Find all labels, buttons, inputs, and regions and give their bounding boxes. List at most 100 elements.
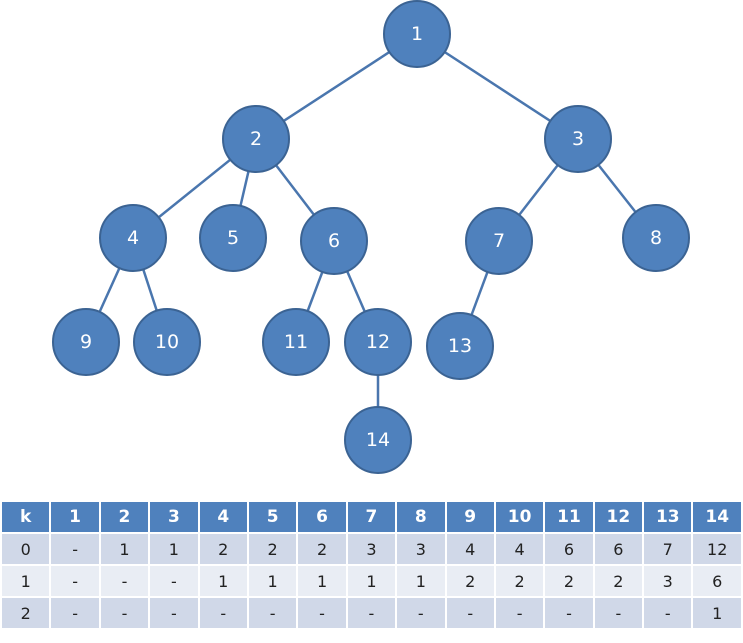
tree-node-12: 12 (344, 308, 412, 376)
table-cell: 1 (693, 598, 741, 628)
table-cell: - (446, 598, 494, 628)
tree-node-6: 6 (300, 207, 368, 275)
tree-node-14: 14 (344, 406, 412, 474)
table-cell: 2 (545, 566, 593, 596)
tree-node-circle (133, 308, 201, 376)
header-node-9: 9 (446, 502, 494, 532)
table-cell: 1 (248, 566, 297, 596)
header-k: k (2, 502, 50, 532)
table-cell: 2 (298, 534, 346, 564)
header-node-14: 14 (693, 502, 741, 532)
tree-node-label: 6 (328, 230, 340, 252)
tree-node-circle (465, 207, 533, 275)
table-cell: - (100, 566, 149, 596)
table-cell: 6 (594, 534, 643, 564)
table-cell: - (594, 598, 643, 628)
table-cell: - (100, 598, 149, 628)
tree-node-3: 3 (544, 105, 612, 173)
tree-node-circle (222, 105, 290, 173)
table-cell: 1 (347, 566, 396, 596)
tree-node-label: 11 (284, 331, 308, 353)
tree-node-8: 8 (622, 204, 690, 272)
table-cell: 3 (347, 534, 396, 564)
header-node-7: 7 (347, 502, 396, 532)
tree-node-1: 1 (383, 0, 451, 68)
header-node-13: 13 (644, 502, 692, 532)
tree-node-4: 4 (99, 204, 167, 272)
tree-edges (84, 32, 657, 440)
row-k-cell: 0 (2, 534, 50, 564)
header-node-8: 8 (397, 502, 445, 532)
header-node-12: 12 (594, 502, 643, 532)
header-node-6: 6 (298, 502, 346, 532)
tree-node-label: 7 (493, 230, 505, 252)
tree-node-circle (544, 105, 612, 173)
table-cell: - (51, 598, 99, 628)
table-cell: - (51, 534, 99, 564)
table-cell: - (644, 598, 692, 628)
table-cell: 7 (644, 534, 692, 564)
table-cell: 3 (397, 534, 445, 564)
tree-node-2: 2 (222, 105, 290, 173)
header-node-11: 11 (545, 502, 593, 532)
header-node-2: 2 (100, 502, 149, 532)
table-cell: - (150, 598, 198, 628)
tree-node-label: 1 (411, 23, 423, 45)
tree-node-circle (199, 204, 267, 272)
table-cell: 12 (693, 534, 741, 564)
tree-node-label: 9 (80, 331, 92, 353)
table-cell: 4 (495, 534, 544, 564)
tree-node-label: 12 (366, 331, 390, 353)
table-cell: - (347, 598, 396, 628)
tree-node-circle (262, 308, 330, 376)
tree-node-label: 8 (650, 227, 662, 249)
tree-node-circle (426, 312, 494, 380)
table-cell: - (199, 598, 247, 628)
tree-node-label: 2 (250, 128, 262, 150)
table-cell: - (51, 566, 99, 596)
header-node-1: 1 (51, 502, 99, 532)
table-cell: 1 (298, 566, 346, 596)
tree-node-label: 5 (227, 227, 239, 249)
table-cell: 4 (446, 534, 494, 564)
table-cell: - (248, 598, 297, 628)
tree-node-label: 4 (127, 227, 139, 249)
tree-node-11: 11 (262, 308, 330, 376)
table-cell: - (495, 598, 544, 628)
tree-node-circle (52, 308, 120, 376)
table-cell: 6 (545, 534, 593, 564)
tree-node-label: 13 (448, 335, 472, 357)
table-row: 2-------------1 (2, 598, 741, 628)
tree-node-label: 14 (366, 429, 390, 451)
header-node-10: 10 (495, 502, 544, 532)
table-cell: 2 (495, 566, 544, 596)
table-cell: 6 (693, 566, 741, 596)
tree-node-circle (344, 308, 412, 376)
tree-node-circle (300, 207, 368, 275)
tree-node-circle (622, 204, 690, 272)
table-cell: - (298, 598, 346, 628)
table-cell: 1 (397, 566, 445, 596)
table-cell: - (545, 598, 593, 628)
tree-node-10: 10 (133, 308, 201, 376)
header-node-3: 3 (150, 502, 198, 532)
tree-node-label: 3 (572, 128, 584, 150)
table-cell: 2 (248, 534, 297, 564)
table-cell: - (150, 566, 198, 596)
table-cell: 1 (199, 566, 247, 596)
table-cell: 1 (100, 534, 149, 564)
tree-node-circle (383, 0, 451, 68)
table-cell: 1 (150, 534, 198, 564)
tree-node-9: 9 (52, 308, 120, 376)
table-cell: 3 (644, 566, 692, 596)
row-k-cell: 2 (2, 598, 50, 628)
table-cell: - (397, 598, 445, 628)
tree-node-13: 13 (426, 312, 494, 380)
header-node-5: 5 (248, 502, 297, 532)
tree-node-circle (344, 406, 412, 474)
